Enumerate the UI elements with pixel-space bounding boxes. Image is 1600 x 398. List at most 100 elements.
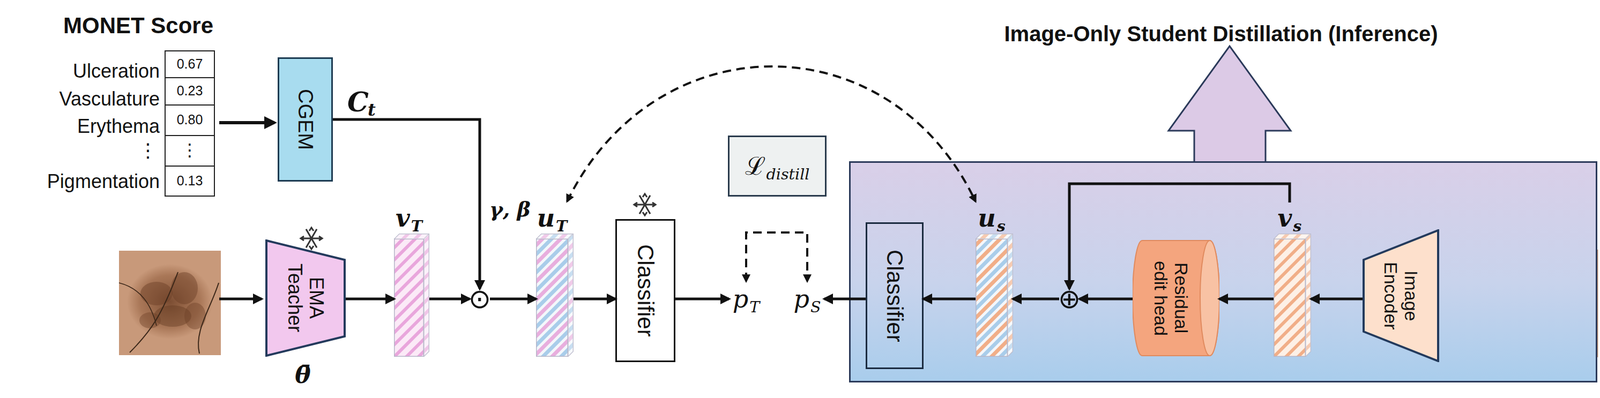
math-label: C [347, 87, 369, 117]
operator-symbol: ⊕ [1059, 288, 1080, 310]
bar-front [976, 239, 1008, 357]
table-cell [165, 166, 215, 197]
node-label: Classifier [881, 249, 907, 343]
vector-bar [975, 233, 1014, 357]
math-subscript: T [749, 298, 760, 317]
distill-connector [567, 66, 976, 202]
flow-arrow [573, 298, 616, 301]
node-label: Image Encoder [1380, 250, 1421, 342]
table-cell [165, 50, 215, 78]
feature-vector: us [975, 202, 1014, 357]
vector-bar [393, 233, 430, 357]
classifier-box: Classifier [615, 219, 676, 363]
node-label: CGEM [293, 88, 317, 151]
table-heading: MONET Score [63, 13, 214, 39]
flow-arrow [332, 119, 480, 289]
table-cell-text: Erythema [77, 115, 160, 138]
text-box: CGEM [279, 58, 332, 181]
text-box: ℒdistill [729, 137, 825, 196]
teacher-input-image [118, 250, 221, 356]
bar-front [394, 239, 424, 357]
distill-connector [746, 232, 808, 282]
trapezoid-shape [266, 240, 345, 356]
text-box: us [975, 202, 1008, 234]
text-box: pT [728, 281, 764, 317]
edge-label: γ, β [489, 199, 531, 220]
math-label: uT [537, 205, 568, 231]
feature-vector: vs [1273, 202, 1312, 357]
math-symbol: p [732, 284, 749, 314]
bar-front [1274, 239, 1306, 357]
math-symbol: v [1277, 203, 1293, 233]
math-subscript: s [996, 217, 1006, 236]
table-cell-text: 0.67 [176, 56, 204, 72]
flow-arrow [1069, 183, 1290, 289]
math-symbol: ℒ [745, 151, 766, 181]
inference-arrow [1168, 46, 1291, 163]
math-label: us [977, 205, 1006, 231]
operator-glyph: ⊕ [1058, 285, 1081, 313]
flow-arrow [489, 298, 537, 301]
text-box: pS [790, 281, 825, 317]
node-label: EMA Teacher [284, 258, 328, 339]
operator-glyph: ⊙ [468, 285, 491, 313]
frozen-icon [634, 194, 656, 216]
math-symbol: v [395, 203, 411, 233]
math-subscript: T [411, 217, 423, 236]
flow-arrow [1079, 298, 1133, 301]
table-cell-text: ⋮ [181, 140, 199, 160]
text-box: ⊙ [469, 288, 490, 310]
flow-arrow [824, 298, 866, 301]
frozen-icon [300, 227, 323, 250]
module-box: CGEM [277, 57, 333, 182]
math-label: pS [793, 286, 822, 312]
flow-arrow [345, 298, 394, 301]
text-box: vT [393, 202, 424, 234]
probability-output: pS [790, 281, 825, 317]
table-cell-text: 0.80 [176, 112, 204, 128]
table-cell-text: 0.23 [176, 83, 204, 99]
panel-heading: Image-Only Student Distillation (Inferen… [953, 21, 1490, 46]
node-label: Residual edit head [1150, 247, 1192, 350]
flow-arrow [1013, 298, 1060, 301]
cylinder-face [1200, 240, 1220, 356]
trapezoid-shape [1363, 230, 1439, 362]
math-label: vs [1277, 205, 1302, 231]
vector-bar [536, 233, 574, 357]
table-cell-text: ⋮ [138, 139, 158, 162]
text-box: Image Encoder [1362, 229, 1440, 363]
bar-shade [536, 234, 574, 357]
table-cell-text: Ulceration [72, 60, 160, 83]
table-cell-text: 0.13 [176, 173, 204, 189]
encoder-trapezoid: Image Encoder [1362, 229, 1440, 363]
cylinder-body [1132, 240, 1220, 356]
residual-cylinder: Residual edit head [1132, 239, 1220, 357]
math-symbol: u [977, 203, 996, 233]
classifier-box: Classifier [865, 222, 924, 370]
text-box: Classifier [616, 220, 674, 361]
flow-arrow [1311, 298, 1363, 301]
bar-shade [1274, 234, 1312, 357]
flow-arrow [429, 298, 470, 301]
feature-vector: uT [536, 202, 574, 357]
math-subscript: T [555, 217, 568, 236]
table-cell-text: Pigmentation [47, 170, 160, 193]
table-cell [165, 135, 215, 167]
math-subscript: distill [766, 165, 810, 184]
flow-arrow [923, 298, 976, 301]
table-cell-text: Vasculature [59, 88, 160, 110]
teacher-trapezoid: EMA Teacher [265, 239, 346, 357]
math-symbol: u [537, 203, 555, 233]
student-panel: Image-Only Student Distillation (Inferen… [849, 161, 1598, 383]
input-arrow [219, 298, 262, 301]
bar-front [536, 239, 569, 357]
text-box: ⊕ [1059, 288, 1080, 310]
text-box: uT [536, 202, 569, 234]
node-label: Classifier [632, 244, 658, 338]
math-symbol: p [793, 284, 810, 314]
operator-symbol: ⊙ [469, 288, 490, 310]
text-box: vs [1273, 202, 1306, 234]
